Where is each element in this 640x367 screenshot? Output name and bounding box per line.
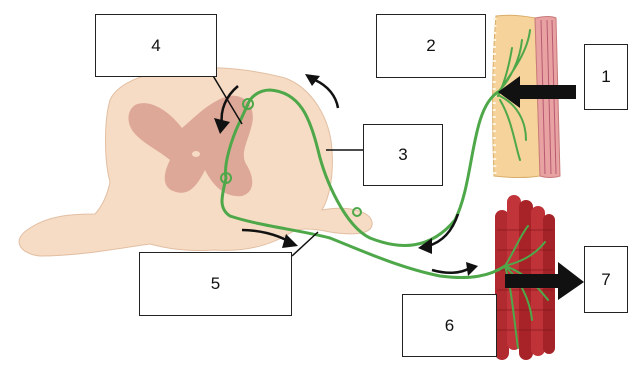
label-text-2: 2 <box>426 36 435 56</box>
label-box-1: 1 <box>584 44 628 110</box>
label-text-1: 1 <box>601 67 610 87</box>
curved-arrow-icon <box>432 268 470 273</box>
arrowhead-icon <box>466 262 478 276</box>
label-box-3: 3 <box>363 124 443 186</box>
label-box-2: 2 <box>376 14 486 78</box>
central-canal <box>192 151 200 157</box>
label-text-7: 7 <box>601 270 610 290</box>
spinal-cord <box>19 67 372 256</box>
label-text-6: 6 <box>445 316 454 336</box>
label-box-5: 5 <box>139 252 292 316</box>
label-text-4: 4 <box>151 36 160 56</box>
label-box-4: 4 <box>95 14 217 77</box>
curved-arrow-icon <box>315 80 338 108</box>
label-box-6: 6 <box>402 294 497 357</box>
label-text-3: 3 <box>398 145 407 165</box>
label-box-7: 7 <box>584 246 628 313</box>
label-text-5: 5 <box>211 274 220 294</box>
